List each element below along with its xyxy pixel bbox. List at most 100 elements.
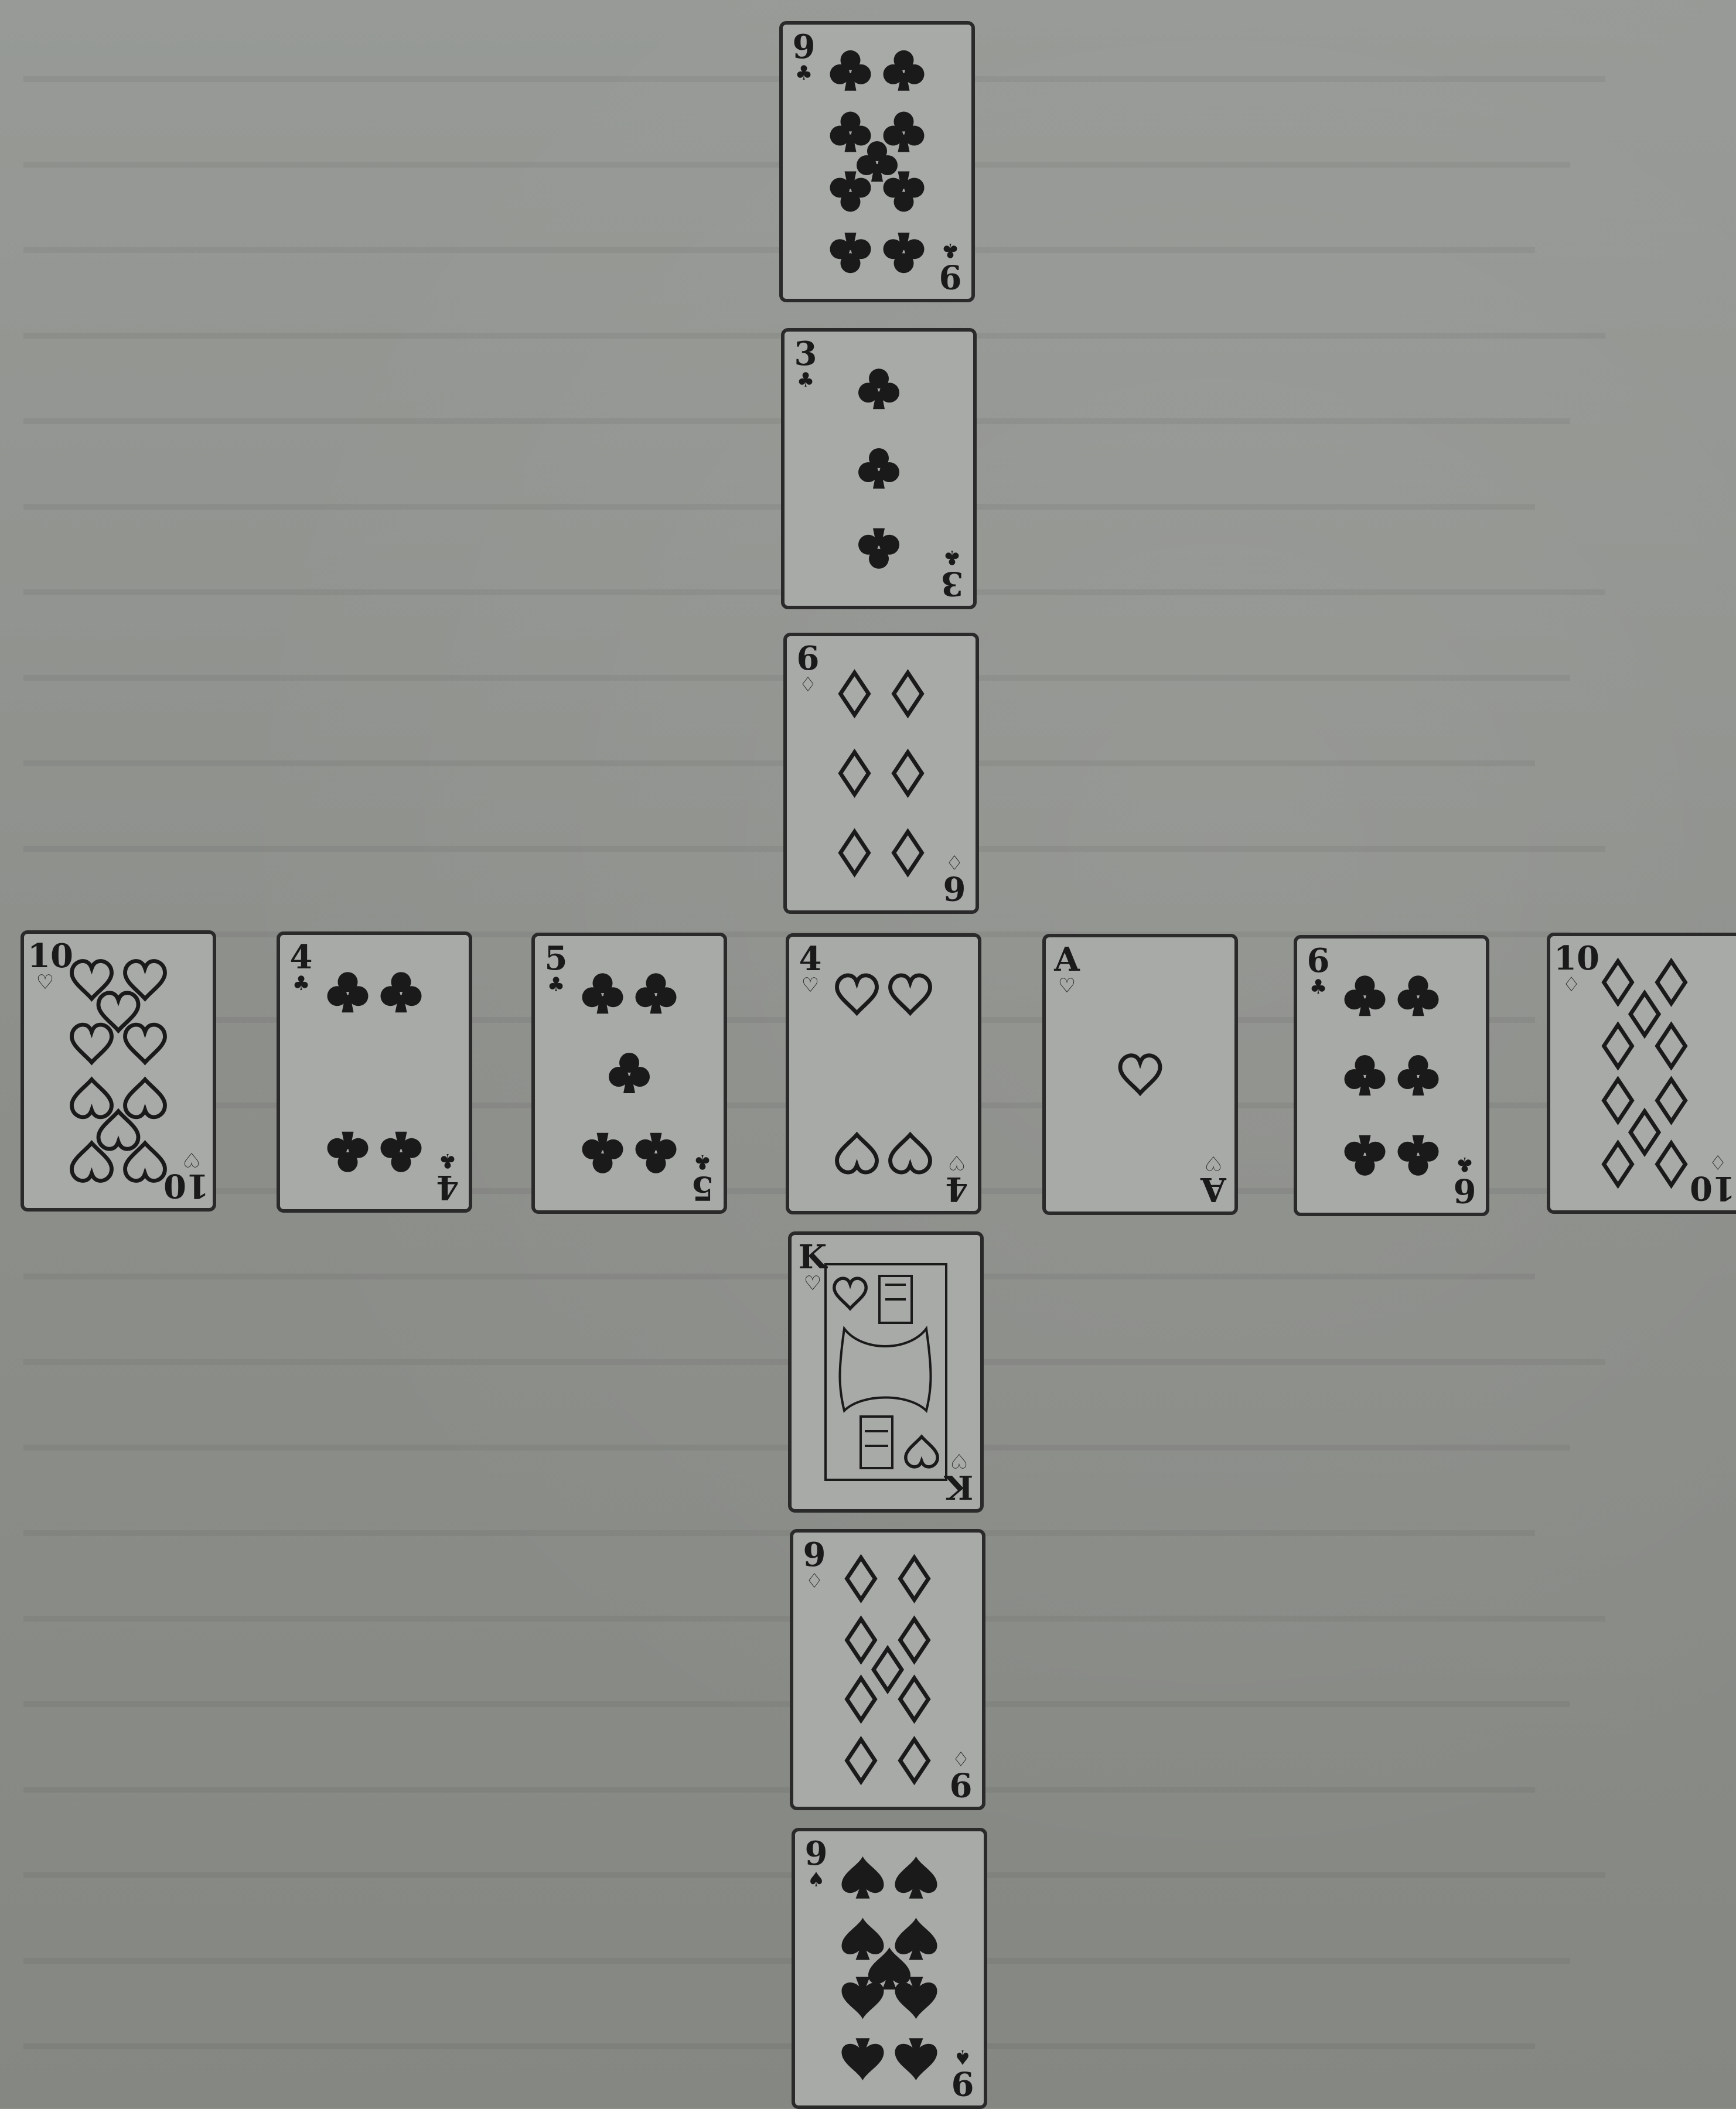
diamond-pip xyxy=(1604,1025,1632,1067)
heart-pip xyxy=(891,1135,930,1172)
card-9-of-spades[interactable]: 9♠9♠ xyxy=(792,1828,987,2109)
card-rank: A xyxy=(1049,943,1084,976)
heart-pip xyxy=(1120,1056,1160,1093)
club-icon: ♣ xyxy=(1447,1154,1482,1174)
club-icon: ♣ xyxy=(284,974,319,994)
card-rank: 4 xyxy=(430,1170,465,1203)
card-rank: 3 xyxy=(788,337,823,370)
club-pip xyxy=(1345,1135,1386,1176)
background-line xyxy=(23,719,1535,766)
background-line xyxy=(23,1233,1535,1279)
card-rank: A xyxy=(1196,1173,1231,1206)
diamond-pip xyxy=(901,1619,929,1661)
background-line xyxy=(23,1746,1535,1793)
club-pip xyxy=(857,141,898,182)
diamond-pip xyxy=(1604,1143,1632,1185)
diamond-pip xyxy=(1657,1025,1686,1067)
card-index-top: 6♢ xyxy=(790,642,826,695)
heart-pip xyxy=(125,1080,165,1117)
card-rank: 10 xyxy=(28,940,63,972)
club-pip xyxy=(884,112,925,152)
club-pip xyxy=(609,1053,650,1093)
heart-pip xyxy=(891,975,930,1013)
card-index-top: 9♣ xyxy=(786,30,821,83)
club-icon: ♣ xyxy=(788,370,823,390)
diamond-pip xyxy=(874,1649,902,1691)
club-pip xyxy=(1398,1055,1439,1096)
card-rank: 10 xyxy=(1700,1172,1735,1204)
spade-pip xyxy=(842,1857,884,1899)
club-pip xyxy=(1398,975,1439,1016)
club-icon: ♣ xyxy=(933,240,968,260)
king-frame xyxy=(826,1264,946,1480)
diamond-pip xyxy=(901,1678,929,1720)
club-pip xyxy=(830,50,871,91)
heart-pip xyxy=(72,1025,112,1062)
card-index-bottom: 6♢ xyxy=(937,852,972,905)
spade-pip xyxy=(895,1977,937,2019)
heart-icon: ♡ xyxy=(939,1152,974,1172)
diamond-pip xyxy=(901,1739,929,1782)
club-pip xyxy=(884,171,925,211)
card-rank: 9 xyxy=(933,260,968,293)
card-rank: 6 xyxy=(1447,1174,1482,1207)
club-pip xyxy=(636,1133,677,1173)
club-pip xyxy=(328,972,369,1012)
heart-pip xyxy=(125,1025,165,1062)
diamond-pip xyxy=(841,752,869,794)
card-rank: 3 xyxy=(934,567,970,600)
card-3-of-clubs[interactable]: 3♣3♣ xyxy=(781,328,977,609)
spade-pip xyxy=(895,2038,937,2080)
card-4-of-hearts[interactable]: 4♡4♡ xyxy=(786,933,981,1214)
club-pip xyxy=(1398,1135,1439,1176)
card-5-of-clubs[interactable]: 5♣5♣ xyxy=(531,933,727,1214)
background-line xyxy=(23,2002,1535,2049)
spade-pip xyxy=(842,1977,884,2019)
card-rank: 6 xyxy=(1301,944,1336,977)
card-index-bottom: 6♣ xyxy=(1447,1154,1482,1207)
card-rank: 9 xyxy=(797,1538,832,1571)
card-index-bottom: 10♡ xyxy=(174,1149,209,1202)
diamond-pip xyxy=(841,673,869,715)
card-index-bottom: A♡ xyxy=(1196,1153,1231,1206)
card-a-of-hearts[interactable]: A♡A♡ xyxy=(1042,934,1238,1215)
diamond-pip xyxy=(847,1619,875,1661)
diamond-pip xyxy=(847,1678,875,1720)
heart-icon: ♡ xyxy=(795,1274,830,1294)
card-index-top: 4♡ xyxy=(793,943,828,995)
card-rank: 10 xyxy=(1554,942,1589,975)
club-pip xyxy=(582,973,623,1013)
card-k-of-hearts[interactable]: K♡K♡ xyxy=(788,1231,984,1513)
card-rank: 9 xyxy=(786,30,821,63)
diamond-icon: ♢ xyxy=(943,1748,978,1768)
card-rank: 4 xyxy=(284,941,319,974)
card-rank: 9 xyxy=(943,1768,978,1801)
card-index-bottom: 10♢ xyxy=(1700,1152,1735,1204)
card-10-of-diamonds[interactable]: 10♢10♢ xyxy=(1547,933,1736,1214)
card-rank: 4 xyxy=(793,943,828,975)
card-index-top: K♡ xyxy=(795,1241,830,1294)
club-icon: ♣ xyxy=(786,63,821,83)
club-pip xyxy=(381,1132,422,1172)
spade-pip xyxy=(895,1857,937,1899)
card-6-of-diamonds[interactable]: 6♢ 6♢ xyxy=(783,633,979,914)
club-pip xyxy=(328,1132,369,1172)
club-pip xyxy=(1345,975,1386,1016)
card-4-of-clubs[interactable]: 4♣4♣ xyxy=(277,931,472,1213)
card-9-of-diamonds[interactable]: 9♢9♢ xyxy=(790,1529,985,1810)
heart-icon: ♡ xyxy=(1049,976,1084,996)
card-9-of-clubs[interactable]: 9♣9♣ xyxy=(779,21,975,302)
card-6-of-clubs[interactable]: 6♣6♣ xyxy=(1294,935,1489,1216)
club-pip xyxy=(884,50,925,91)
club-icon: ♣ xyxy=(430,1151,465,1170)
diamond-pip xyxy=(1604,961,1632,1004)
card-index-bottom: 9♠ xyxy=(945,2047,980,2100)
diamond-pip xyxy=(901,1558,929,1600)
club-pip xyxy=(381,972,422,1012)
card-rank: 5 xyxy=(685,1172,720,1204)
spade-pip xyxy=(842,1918,884,1960)
card-index-bottom: 5♣ xyxy=(685,1152,720,1204)
diamond-pip xyxy=(894,673,922,715)
club-icon: ♣ xyxy=(1301,977,1336,997)
card-10-of-hearts[interactable]: 10♡10♡ xyxy=(21,930,216,1212)
